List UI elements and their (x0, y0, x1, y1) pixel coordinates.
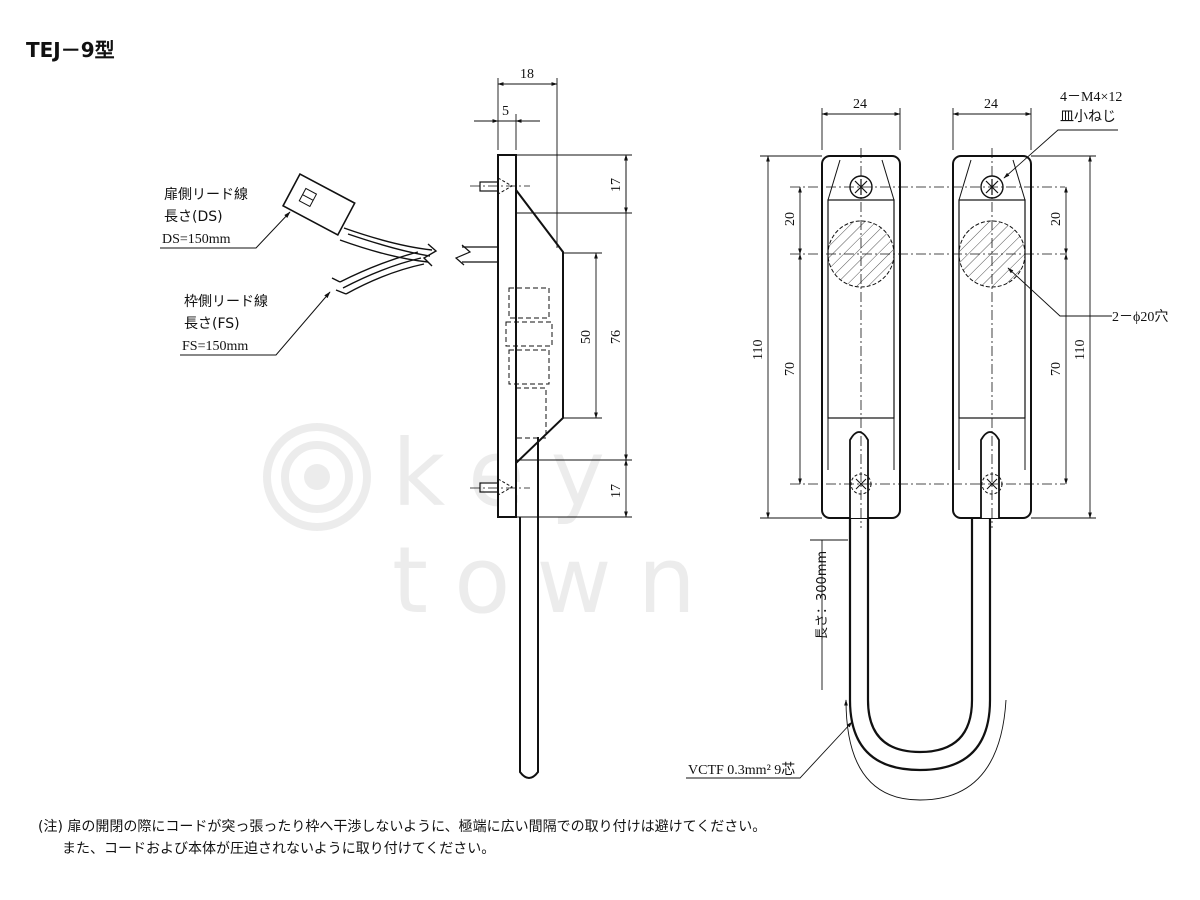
hidden-part-1 (508, 287, 550, 319)
dim-110-right: 110 (1073, 340, 1088, 360)
dim-17-bottom: 17 (609, 484, 624, 498)
front-view (790, 148, 1065, 772)
screw-bottom (479, 482, 499, 493)
watermark-logo-icon (263, 423, 371, 531)
hidden-part-2 (505, 321, 553, 347)
notes: (注) 扉の開閉の際にコードが突っ張ったり枠へ干渉しないように、極端に広い間隔で… (38, 816, 766, 860)
dim-17-top: 17 (609, 178, 624, 192)
leader-lines (160, 211, 331, 356)
cable-u (848, 440, 992, 772)
left-unit (821, 148, 901, 528)
cable-length-label: 長さ：300mm (815, 551, 830, 640)
dim-76: 76 (609, 330, 624, 344)
door-lead-label-3: DS=150mm (162, 232, 231, 247)
cable-spec-label: VCTF 0.3mm² 9芯 (688, 762, 795, 778)
note-line-2: また、コードおよび本体が圧迫されないように取り付けてください。 (62, 841, 496, 857)
dim-70-right: 70 (1049, 362, 1064, 376)
frame-lead-label-3: FS=150mm (182, 339, 248, 354)
lead-wires (281, 172, 438, 295)
front-dimensions (686, 108, 1118, 801)
dim-20-right: 20 (1049, 212, 1064, 226)
screw-top (479, 181, 499, 192)
dim-70-left: 70 (783, 362, 798, 376)
drawing-title: TEJ－9型 (26, 38, 115, 62)
door-lead-label-2: 長さ(DS) (164, 209, 223, 225)
frame-lead-label-1: 枠側リード線 (184, 294, 268, 310)
screw-label-1: 4－M4×12 (1060, 90, 1122, 105)
hidden-part-3 (508, 349, 550, 385)
side-view (454, 154, 564, 779)
dim-110-left: 110 (751, 340, 766, 360)
right-unit (952, 148, 1032, 528)
door-lead-label-1: 扉側リード線 (164, 187, 248, 203)
dim-50: 50 (579, 330, 594, 344)
side-body (515, 165, 564, 517)
hole-label: 2－ϕ20穴 (1112, 309, 1168, 325)
side-dimensions (474, 78, 632, 518)
dim-24-right: 24 (984, 97, 998, 112)
screw-label-2: 皿小ねじ (1060, 109, 1116, 125)
note-line-1: (注) 扉の開閉の際にコードが突っ張ったり枠へ干渉しないように、極端に広い間隔で… (38, 819, 767, 835)
dim-5: 5 (502, 104, 509, 119)
dim-18: 18 (520, 67, 534, 82)
connector (281, 172, 356, 236)
side-cable (519, 437, 539, 779)
cable-length-arc (844, 699, 1007, 801)
dim-20-left: 20 (783, 212, 798, 226)
dim-24-left: 24 (853, 97, 867, 112)
side-plate (497, 154, 517, 518)
hidden-part-4 (515, 387, 547, 439)
frame-lead-label-2: 長さ(FS) (184, 316, 240, 332)
